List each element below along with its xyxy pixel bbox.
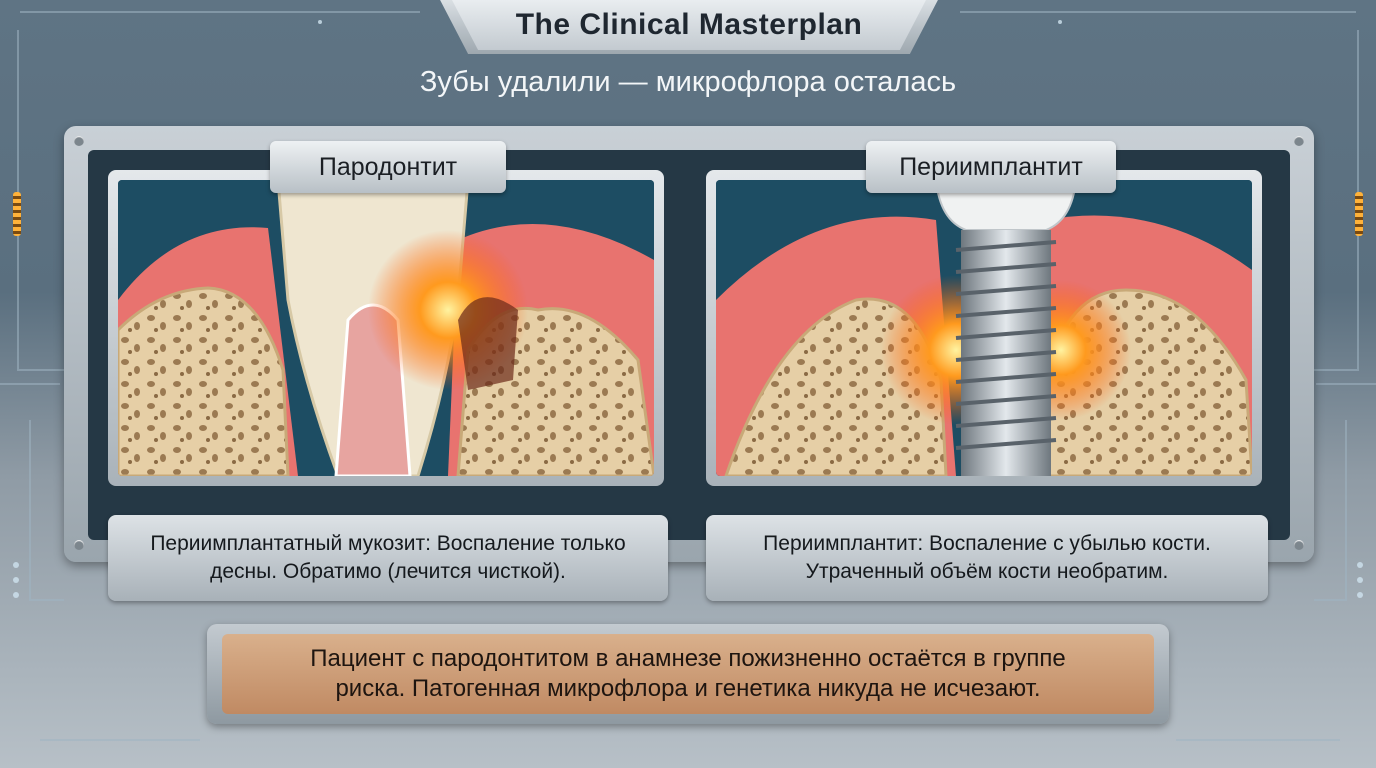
frame-bolt bbox=[74, 540, 84, 550]
frame-bolt bbox=[74, 136, 84, 146]
note-text: Периимплантатный мукозит: Воспаление тол… bbox=[150, 532, 626, 583]
periodontitis-illustration bbox=[118, 180, 654, 476]
periimplantitis-panel bbox=[706, 170, 1262, 486]
header: The Clinical Masterplan bbox=[452, 0, 926, 50]
right-indicator-light bbox=[1355, 192, 1363, 236]
tab-label: Периимплантит bbox=[899, 152, 1083, 181]
risk-message: Пациент с пародонтитом в анамнезе пожизн… bbox=[222, 634, 1154, 714]
frame-bolt bbox=[1294, 136, 1304, 146]
page-subtitle: Зубы удалили — микрофлора осталась bbox=[419, 66, 957, 98]
periimplantitis-illustration bbox=[716, 180, 1252, 476]
left-indicator-light bbox=[13, 192, 21, 236]
tab-label: Пародонтит bbox=[318, 152, 458, 181]
page-title: The Clinical Masterplan bbox=[515, 8, 863, 41]
periimplantitis-note: Периимплантит: Воспаление с убылью кости… bbox=[706, 515, 1268, 601]
mucositis-note: Периимплантатный мукозит: Воспаление тол… bbox=[108, 515, 668, 601]
periodontitis-panel bbox=[108, 170, 664, 486]
frame-bolt bbox=[1294, 540, 1304, 550]
tab-periimplantitis: Периимплантит bbox=[866, 141, 1116, 193]
note-text: Периимплантит: Воспаление с убылью кости… bbox=[763, 532, 1211, 583]
tab-periodontitis: Пародонтит bbox=[270, 141, 506, 193]
risk-message-text: Пациент с пародонтитом в анамнезе пожизн… bbox=[310, 645, 1066, 702]
